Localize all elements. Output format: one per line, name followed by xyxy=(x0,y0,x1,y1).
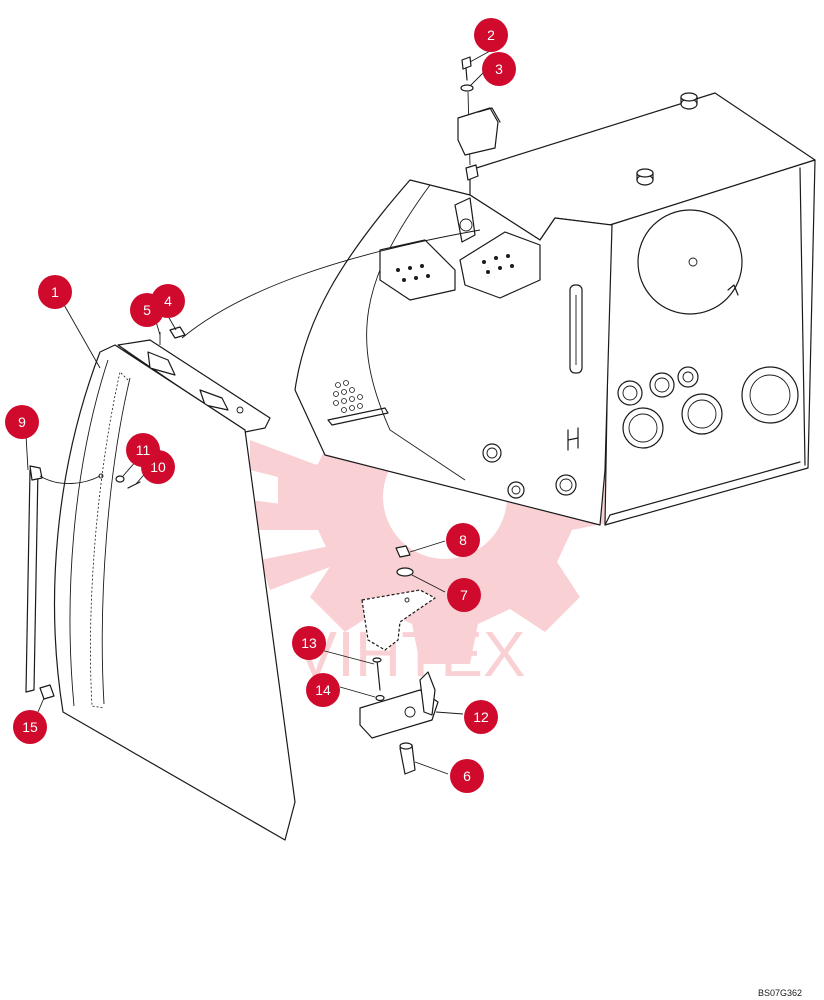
svg-text:14: 14 xyxy=(315,682,331,698)
console-housing xyxy=(294,92,816,526)
vent-holes xyxy=(333,380,363,413)
callouts: 1 2 3 4 5 6 7 8 9 10 11 12 13 14 15 xyxy=(5,18,516,793)
pedal-holes xyxy=(396,254,514,282)
callout-8: 8 xyxy=(446,523,480,557)
callout-9: 9 xyxy=(5,405,39,439)
svg-text:8: 8 xyxy=(459,532,467,548)
top-bolt-assembly xyxy=(457,56,501,181)
svg-text:4: 4 xyxy=(164,293,172,309)
callout-6: 6 xyxy=(450,759,484,793)
svg-text:3: 3 xyxy=(495,61,503,77)
callout-13: 13 xyxy=(292,626,326,660)
latch-assembly xyxy=(359,657,439,775)
svg-text:5: 5 xyxy=(143,302,151,318)
washer-11 xyxy=(115,475,125,483)
drawing-code: BS07G362 xyxy=(757,988,802,998)
callout-14: 14 xyxy=(306,673,340,707)
clip-15 xyxy=(39,684,55,700)
callout-1: 1 xyxy=(38,275,72,309)
svg-text:7: 7 xyxy=(460,587,468,603)
svg-text:2: 2 xyxy=(487,27,495,43)
callout-2: 2 xyxy=(474,18,508,52)
door-glass-panel xyxy=(53,344,296,841)
svg-text:6: 6 xyxy=(463,768,471,784)
grommets xyxy=(617,366,799,449)
svg-text:15: 15 xyxy=(22,719,38,735)
callout-7: 7 xyxy=(447,578,481,612)
svg-text:11: 11 xyxy=(136,442,151,458)
svg-text:13: 13 xyxy=(301,635,317,651)
callout-5: 5 xyxy=(130,293,164,327)
gas-strut xyxy=(25,465,101,693)
leader-lines xyxy=(25,50,491,775)
svg-text:1: 1 xyxy=(51,284,59,300)
svg-text:10: 10 xyxy=(150,459,166,475)
latch-bracket xyxy=(361,545,436,651)
callout-15: 15 xyxy=(13,710,47,744)
pin-10 xyxy=(127,481,141,489)
callout-12: 12 xyxy=(464,700,498,734)
svg-text:12: 12 xyxy=(473,709,489,725)
callout-3: 3 xyxy=(482,52,516,86)
callout-11: 11 xyxy=(126,433,160,467)
svg-text:9: 9 xyxy=(18,414,26,430)
